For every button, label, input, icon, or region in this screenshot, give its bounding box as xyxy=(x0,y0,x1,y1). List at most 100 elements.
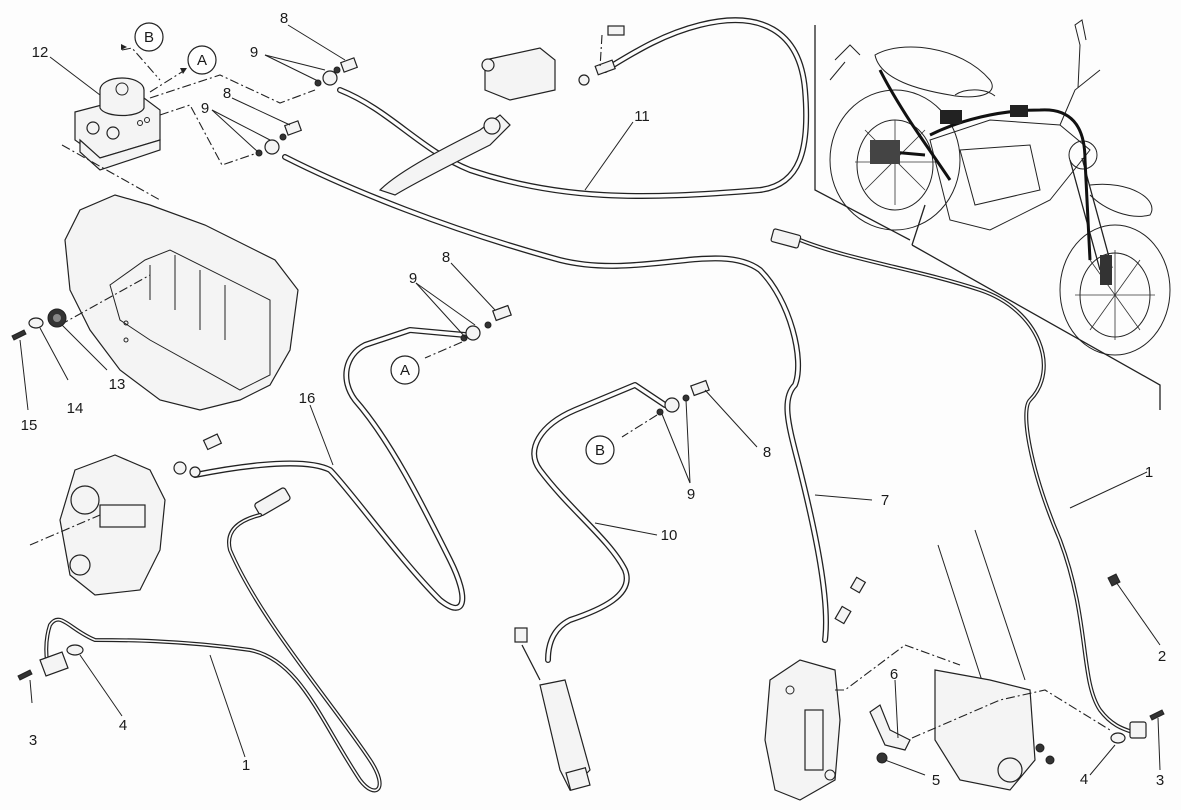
front-sensor-cable xyxy=(798,238,1142,737)
link-front-sensor xyxy=(911,689,1111,739)
rear-wheel xyxy=(829,89,961,231)
bracket-tray xyxy=(109,249,271,391)
rear-caliper xyxy=(59,433,223,596)
modulator-port-2 xyxy=(106,126,120,140)
rear-sensor-cable xyxy=(44,513,382,793)
hose-front-7-line xyxy=(282,154,829,643)
bracket-ribs xyxy=(149,255,226,340)
ref-b-top: B xyxy=(134,22,164,52)
callout-14: 14 xyxy=(67,400,84,417)
abs-modulator-12 xyxy=(74,77,161,171)
callout-9: 9 xyxy=(409,270,417,287)
callout-1: 1 xyxy=(1145,464,1153,481)
ref-a-top-label: A xyxy=(197,52,207,69)
ref-b-top-label: B xyxy=(144,29,154,46)
modulator-port-1 xyxy=(86,121,100,135)
front-fender xyxy=(1089,183,1153,217)
callout-8: 8 xyxy=(442,249,450,266)
ref-a-mid-label: A xyxy=(400,362,410,379)
leader-lines xyxy=(19,24,1161,776)
motorcycle-inset xyxy=(814,19,1171,410)
abs-wiring-harness xyxy=(869,69,1092,261)
front-bleeder xyxy=(834,576,867,625)
sensor-clip-right xyxy=(1129,721,1147,739)
callout-8: 8 xyxy=(763,444,771,461)
bracket-cover xyxy=(64,194,299,411)
banjo-fitting-mid-b xyxy=(656,379,710,416)
front-spokes xyxy=(1075,250,1155,340)
control-unit-inset xyxy=(1010,105,1028,117)
rear-handlebar-controls xyxy=(829,44,861,81)
callout-13: 13 xyxy=(109,376,126,393)
callout-4: 4 xyxy=(119,717,127,734)
engine-frame xyxy=(929,119,1091,231)
abs-module-inset xyxy=(940,110,962,124)
screw-5 xyxy=(876,752,888,764)
washer-14 xyxy=(28,317,44,329)
ref-b-mid-label: B xyxy=(595,442,605,459)
callout-8: 8 xyxy=(223,85,231,102)
front-master-cylinder xyxy=(378,25,625,196)
rear-master-cylinder xyxy=(514,627,591,792)
banjo-fitting-lower xyxy=(255,120,303,157)
screw-3-left xyxy=(17,669,33,681)
banjo-fitting-mid-a xyxy=(460,304,512,342)
rear-speed-sensor xyxy=(254,487,291,517)
link-rear-caliper xyxy=(29,514,101,546)
link-mid-b xyxy=(621,414,658,438)
mirror xyxy=(1074,19,1087,89)
callout-2: 2 xyxy=(1158,648,1166,665)
fuel-tank xyxy=(874,46,993,98)
callout-11: 11 xyxy=(634,108,650,125)
sensor-clip-left xyxy=(39,651,69,677)
link-lower-hose xyxy=(159,104,261,166)
callout-10: 10 xyxy=(661,527,678,544)
callout-4: 4 xyxy=(1080,771,1088,788)
callout-6: 6 xyxy=(890,666,898,683)
banjo-fitting-upper xyxy=(314,57,359,87)
callout-9: 9 xyxy=(250,44,258,61)
callout-3: 3 xyxy=(29,732,37,749)
screw-3-right xyxy=(1149,709,1165,721)
hose-16-line xyxy=(192,327,468,611)
master-banjo-bolt xyxy=(607,25,625,36)
hose-upper-11-line xyxy=(337,17,810,199)
callout-9: 9 xyxy=(687,486,695,503)
inset-border-bottom xyxy=(911,244,1161,410)
spacer-4-left xyxy=(66,644,84,656)
arrow-b xyxy=(121,44,127,50)
callout-8: 8 xyxy=(280,10,288,27)
modulator-motor xyxy=(99,90,145,117)
motor-cap xyxy=(115,82,129,96)
callout-16: 16 xyxy=(299,390,316,407)
ref-a-top: A xyxy=(187,45,217,75)
handlebar xyxy=(1059,69,1101,126)
callout-1: 1 xyxy=(242,757,250,774)
brake-lever xyxy=(378,114,511,196)
spacer-4-right xyxy=(1110,732,1126,744)
link-to-a xyxy=(149,69,186,93)
front-fork xyxy=(1069,159,1101,271)
sensor-bracket-6 xyxy=(869,704,911,751)
modulator-port-3 xyxy=(137,120,143,126)
front-caliper-inset xyxy=(1100,255,1112,285)
front-speed-sensor xyxy=(770,228,802,249)
tank-cap xyxy=(954,89,996,97)
screw-15 xyxy=(11,329,27,341)
callout-3: 3 xyxy=(1156,772,1164,789)
front-fork-lower xyxy=(934,529,1055,791)
rear-caliper-inset xyxy=(870,140,900,164)
callout-12: 12 xyxy=(32,44,49,61)
engine-block xyxy=(959,144,1041,206)
hose-10-line xyxy=(531,382,668,663)
front-wheel xyxy=(1059,224,1171,356)
ref-a-mid: A xyxy=(390,355,420,385)
callout-9: 9 xyxy=(201,100,209,117)
callout-7: 7 xyxy=(881,492,889,509)
front-caliper xyxy=(764,659,841,801)
inset-border-left xyxy=(814,25,911,241)
link-upper-hose xyxy=(149,74,316,104)
callout-labels: 12 8 9 8 9 11 9 8 13 14 15 16 8 9 7 10 1… xyxy=(21,10,1167,789)
modulator-base xyxy=(79,138,161,171)
callout-15: 15 xyxy=(21,417,38,434)
